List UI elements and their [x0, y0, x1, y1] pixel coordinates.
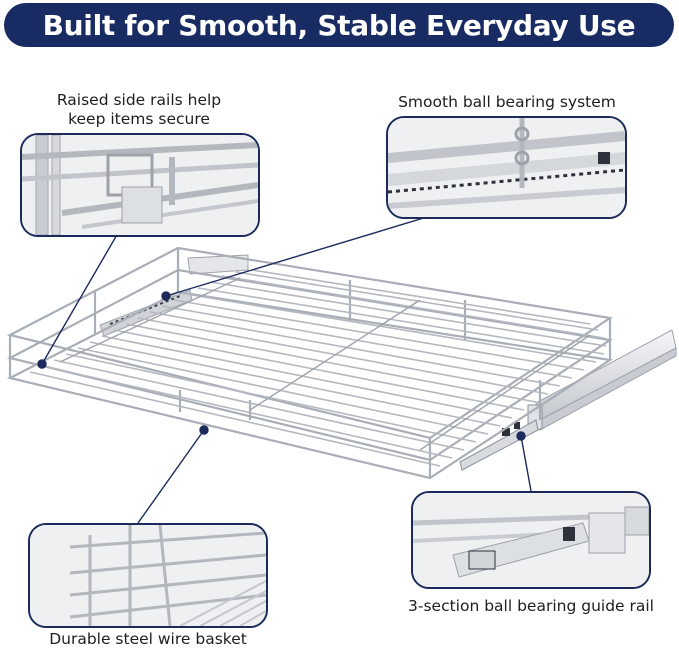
callout-leaders — [37, 209, 532, 524]
inset-side-rails — [20, 133, 260, 237]
feature-caption-guide-rail: 3-section ball bearing guide rail — [388, 597, 674, 616]
slide-rail — [459, 329, 677, 471]
back-slide-rail — [99, 254, 249, 337]
feature-caption-line: Durable steel wire basket — [49, 630, 247, 648]
guide-rail-detail-image — [413, 493, 649, 587]
feature-caption-line: keep items secure — [68, 110, 210, 128]
feature-caption-wire-basket: Durable steel wire basket — [28, 630, 268, 649]
basket-floor-wires — [29, 269, 607, 467]
feature-caption-line: Raised side rails help — [56, 91, 222, 109]
inset-ball-bearing — [386, 116, 627, 219]
inset-guide-rail — [411, 491, 651, 589]
side-rail-detail-image — [22, 135, 258, 235]
feature-caption-line: 3-section ball bearing guide rail — [408, 597, 654, 615]
basket-cross-wires — [59, 277, 591, 451]
banner-title: Built for Smooth, Stable Everyday Use — [42, 8, 636, 42]
feature-caption-ball-bearing: Smooth ball bearing system — [382, 93, 632, 112]
feature-caption-line: Smooth ball bearing system — [398, 93, 616, 111]
inset-wire-basket — [28, 523, 268, 628]
wire-basket-detail-image — [30, 525, 266, 626]
basket-frame — [6, 246, 613, 480]
ball-bearing-detail-image — [388, 118, 625, 217]
feature-caption-side-rails: Raised side rails help keep items secure — [20, 91, 258, 129]
title-banner: Built for Smooth, Stable Everyday Use — [4, 3, 674, 47]
